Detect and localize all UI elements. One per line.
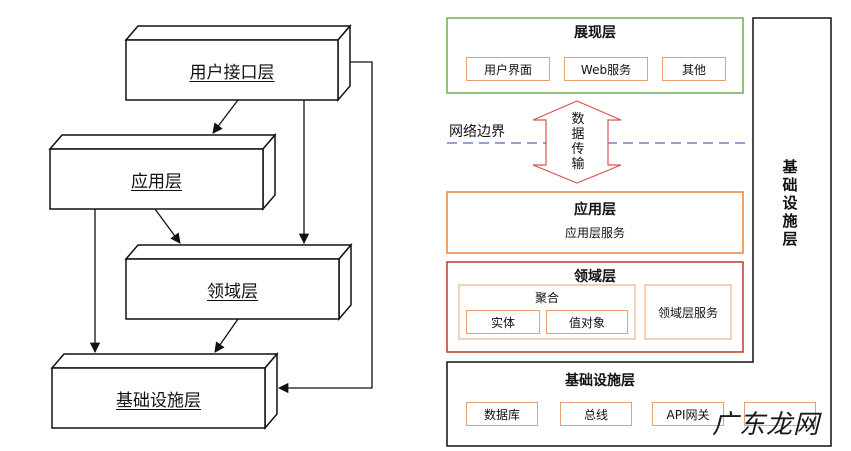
arrow-domain-to-infrastructure	[214, 318, 239, 353]
infrastructure-layer-label: 基础设施层	[116, 391, 201, 411]
arrow-ui-to-application	[212, 99, 239, 134]
arrow-ui-to-infrastructure	[277, 61, 373, 394]
domain-layer-title-ddd: 领域层	[574, 269, 616, 285]
value-object-box: 值对象	[546, 310, 628, 334]
api-gateway-item: API网关	[652, 402, 724, 426]
ui-item: 用户界面	[466, 57, 550, 81]
application-layer-box	[48, 132, 277, 212]
domain-layer-box	[124, 242, 353, 322]
hidden-item-box	[744, 402, 816, 426]
watermark-text: 广东龙网	[712, 410, 821, 440]
arrow-application-to-domain	[154, 208, 181, 244]
aggregate-label: 聚合	[534, 291, 559, 305]
application-layer-label: 应用层	[131, 172, 182, 192]
domain-service-label: 领域层服务	[657, 306, 718, 320]
bus-item: 总线	[560, 402, 632, 426]
data-transfer-label: 数据传输	[571, 112, 585, 172]
application-layer-title-ddd: 应用层	[574, 202, 616, 218]
layered-architecture-diagram	[48, 23, 373, 431]
presentation-layer-title: 展现层	[574, 25, 616, 41]
user-interface-layer-box	[124, 23, 352, 103]
user-interface-layer-label: 用户接口层	[189, 63, 275, 83]
web-service-item: Web服务	[564, 57, 648, 81]
infrastructure-title-ddd: 基础设施层	[565, 373, 635, 389]
database-item: 数据库	[466, 402, 538, 426]
application-service-label: 应用层服务	[564, 226, 625, 240]
entity-box: 实体	[466, 310, 540, 334]
infrastructure-vertical-title: 基础设施层	[782, 158, 798, 248]
network-boundary-label: 网络边界	[449, 124, 505, 140]
domain-layer-label: 领域层	[207, 282, 258, 302]
infrastructure-layer-box	[50, 351, 279, 431]
other-item: 其他	[662, 57, 726, 81]
